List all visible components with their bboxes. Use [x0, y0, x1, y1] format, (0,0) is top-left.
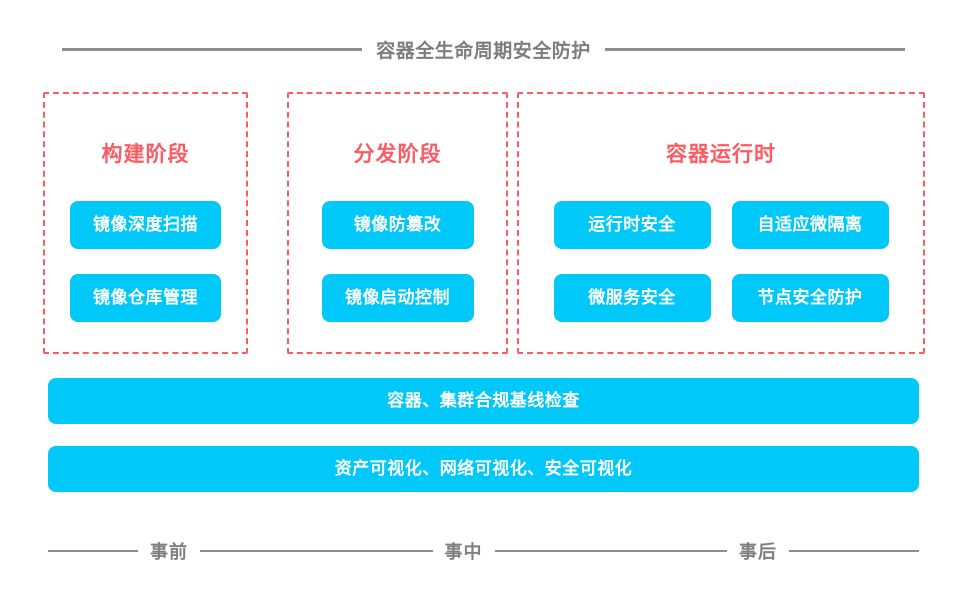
phase-panel-runtime: 容器运行时 运行时安全 自适应微隔离 微服务安全 节点安全防护 — [517, 92, 925, 354]
capability-chip[interactable]: 微服务安全 — [553, 274, 711, 322]
capability-chip[interactable]: 镜像启动控制 — [321, 274, 474, 322]
cross-cutting-bar[interactable]: 资产可视化、网络可视化、安全可视化 — [48, 446, 919, 492]
phase-panel-build: 构建阶段 镜像深度扫描 镜像仓库管理 — [43, 92, 248, 354]
capability-chip[interactable]: 运行时安全 — [553, 201, 711, 249]
capability-chip[interactable]: 镜像深度扫描 — [70, 201, 221, 249]
phase-title-runtime: 容器运行时 — [666, 143, 776, 166]
timeline: 事前 事中 事后 — [48, 536, 919, 566]
phase-title-deliver: 分发阶段 — [353, 143, 442, 166]
timeline-label-before: 事前 — [150, 542, 188, 562]
timeline-rule — [494, 550, 727, 552]
timeline-rule — [789, 550, 919, 552]
page-title: 容器全生命周期安全防护 — [376, 40, 591, 62]
timeline-label-after: 事后 — [739, 542, 777, 562]
diagram-header: 容器全生命周期安全防护 — [0, 30, 967, 68]
phase-panels: 构建阶段 镜像深度扫描 镜像仓库管理 分发阶段 镜像防篡改 镜像启动控制 容器运… — [0, 92, 967, 354]
header-rule-right — [604, 47, 905, 51]
cross-cutting-bar[interactable]: 容器、集群合规基线检查 — [48, 378, 919, 424]
phase-panel-deliver: 分发阶段 镜像防篡改 镜像启动控制 — [287, 92, 508, 354]
timeline-rule — [48, 550, 138, 552]
cross-cutting-bars: 容器、集群合规基线检查 资产可视化、网络可视化、安全可视化 — [48, 378, 919, 492]
phase-title-build: 构建阶段 — [101, 143, 190, 166]
capability-chip[interactable]: 节点安全防护 — [731, 274, 889, 322]
capability-chip[interactable]: 自适应微隔离 — [731, 201, 889, 249]
capability-chip[interactable]: 镜像防篡改 — [321, 201, 474, 249]
phase-chip-grid-build: 镜像深度扫描 镜像仓库管理 — [45, 201, 246, 322]
header-rule-left — [62, 47, 363, 51]
timeline-rule — [200, 550, 433, 552]
phase-chip-grid-runtime: 运行时安全 自适应微隔离 微服务安全 节点安全防护 — [519, 201, 923, 322]
timeline-label-during: 事中 — [444, 542, 483, 562]
phase-chip-grid-deliver: 镜像防篡改 镜像启动控制 — [289, 201, 506, 322]
capability-chip[interactable]: 镜像仓库管理 — [70, 274, 221, 322]
